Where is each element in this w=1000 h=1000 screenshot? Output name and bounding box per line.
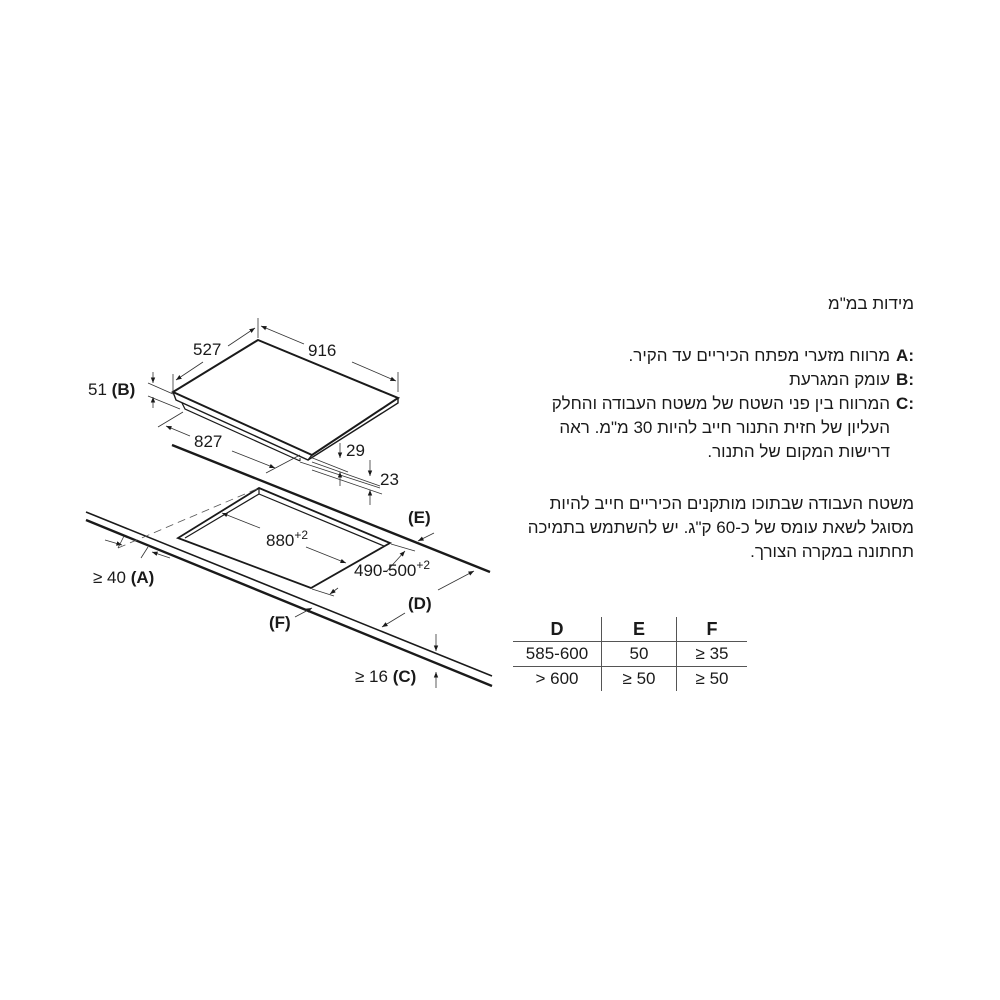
table-header-e: E: [601, 617, 677, 642]
table-row: 585-600 50 ≥ 35: [513, 641, 747, 667]
units-title: מידות במ"מ: [828, 294, 914, 313]
table-cell: 50: [601, 641, 677, 667]
dimension-d: [381, 570, 475, 628]
label-916: 916: [308, 341, 336, 360]
table-cell: ≥ 35: [676, 641, 747, 667]
label-527: 527: [193, 340, 221, 359]
legend-key-c: C:: [896, 394, 914, 413]
countertop-front-edge-bottom: [85, 518, 493, 688]
dimension-29: [299, 443, 381, 489]
legend: A: מרווח מזערי מפתח הכיריים עד הקיר. B: …: [534, 344, 914, 464]
label-23: 23: [380, 470, 399, 489]
dimension-880: [221, 512, 347, 564]
label-29: 29: [346, 441, 365, 460]
dimension-527: [172, 318, 259, 392]
table-row: > 600 ≥ 50 ≥ 50: [513, 666, 747, 691]
label-51: 51 (B): [88, 380, 135, 399]
countertop-back-edge: [171, 443, 491, 574]
label-a: ≥ 40 (A): [93, 568, 154, 587]
label-d: (D): [408, 594, 432, 613]
load-note: משטח העבודה שבתוכו מותקנים הכיריים חייב …: [527, 494, 914, 561]
legend-item-c: C: המרווח בין פני השטח של משטח העבודה וה…: [534, 392, 914, 464]
legend-text-c: המרווח בין פני השטח של משטח העבודה והחלק…: [551, 394, 891, 461]
countertop-cutout: [175, 486, 393, 589]
dimension-490-500: [311, 543, 416, 597]
label-827: 827: [194, 432, 222, 451]
clearance-table: D E F 585-600 50 ≥ 35 > 600 ≥ 50 ≥ 50: [513, 617, 747, 691]
table-header-d: D: [513, 617, 602, 642]
legend-key-b: B:: [896, 370, 914, 389]
table-header-f: F: [676, 617, 747, 642]
label-880: 880+2: [266, 528, 308, 550]
countertop-front-edge-top: [85, 511, 493, 677]
legend-key-a: A:: [896, 346, 914, 365]
dimension-a: [104, 535, 171, 559]
dimension-916: [260, 325, 399, 392]
table-cell: > 600: [535, 669, 579, 688]
legend-text-a: מרווח מזערי מפתח הכיריים עד הקיר.: [628, 346, 891, 365]
dimension-23: [311, 460, 383, 505]
table-cell: ≥ 50: [676, 666, 747, 691]
legend-text-b: עומק המגרעת: [789, 370, 891, 389]
cooktop-drawing: [170, 338, 401, 462]
label-f: (F): [269, 613, 291, 632]
legend-item-b: B: עומק המגרעת: [534, 368, 914, 392]
dimension-827: [157, 411, 301, 474]
table-cell: 585-600: [513, 641, 602, 667]
label-490-500: 490-500+2: [354, 558, 430, 580]
label-e: (E): [408, 508, 431, 527]
legend-item-a: A: מרווח מזערי מפתח הכיריים עד הקיר.: [534, 344, 914, 368]
table-cell: ≥ 50: [601, 666, 677, 691]
label-c: ≥ 16 (C): [355, 667, 416, 686]
table-header-row: D E F: [513, 617, 747, 642]
dimension-51-b: [147, 372, 181, 410]
